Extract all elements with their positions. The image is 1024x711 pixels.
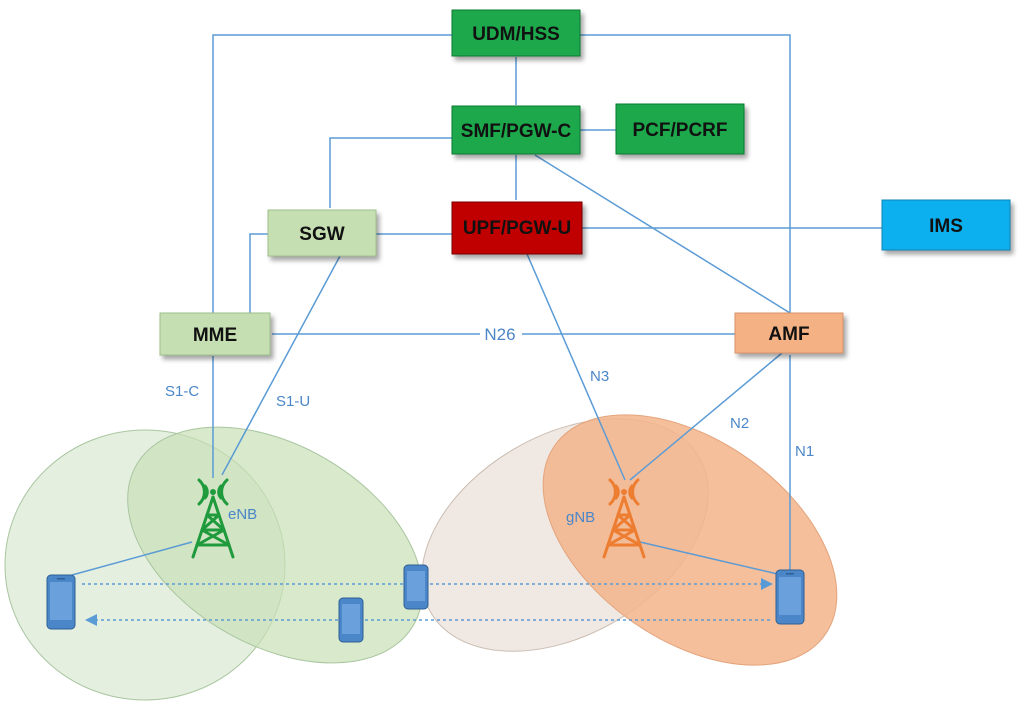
sgw-node[interactable]: SGW (267, 209, 377, 257)
gnb-label: gNB (566, 509, 595, 526)
upf-pgw-u-node[interactable]: UPF/PGW-U (451, 201, 583, 255)
mme-node[interactable]: MME (159, 312, 271, 356)
n1-label: N1 (795, 443, 814, 460)
n26-label: N26 (484, 325, 515, 344)
mme-label: MME (193, 325, 237, 346)
pcf-pcrf-node[interactable]: PCF/PCRF (615, 103, 745, 155)
ims-node[interactable]: IMS (881, 199, 1011, 251)
upf-pgw-u-label: UPF/PGW-U (463, 218, 571, 239)
ims-label: IMS (929, 216, 963, 237)
gnb-tower-icon (602, 478, 646, 559)
s1-u-label: S1-U (276, 393, 310, 410)
sgw-label: SGW (299, 224, 344, 245)
phone-icon (403, 564, 429, 610)
enb-tower-icon (191, 478, 235, 559)
lte-coverage-area (4, 426, 423, 701)
n2-label: N2 (730, 415, 749, 432)
pcf-pcrf-label: PCF/PCRF (633, 120, 728, 141)
udm-hss-label: UDM/HSS (472, 24, 560, 45)
udm-hss-node[interactable]: UDM/HSS (451, 9, 581, 57)
s1-c-label: S1-C (165, 383, 199, 400)
n3-label: N3 (590, 368, 609, 385)
phone-icon (338, 597, 364, 643)
phone-icon (46, 574, 76, 630)
smf-pgw-c-node[interactable]: SMF/PGW-C (451, 105, 581, 155)
connection-lines (71, 34, 882, 576)
enb-label: eNB (228, 506, 257, 523)
phone-icon (775, 569, 805, 625)
nr-coverage-area (421, 414, 838, 666)
amf-label: AMF (768, 324, 809, 345)
smf-pgw-c-label: SMF/PGW-C (461, 121, 572, 142)
amf-node[interactable]: AMF (734, 312, 844, 354)
